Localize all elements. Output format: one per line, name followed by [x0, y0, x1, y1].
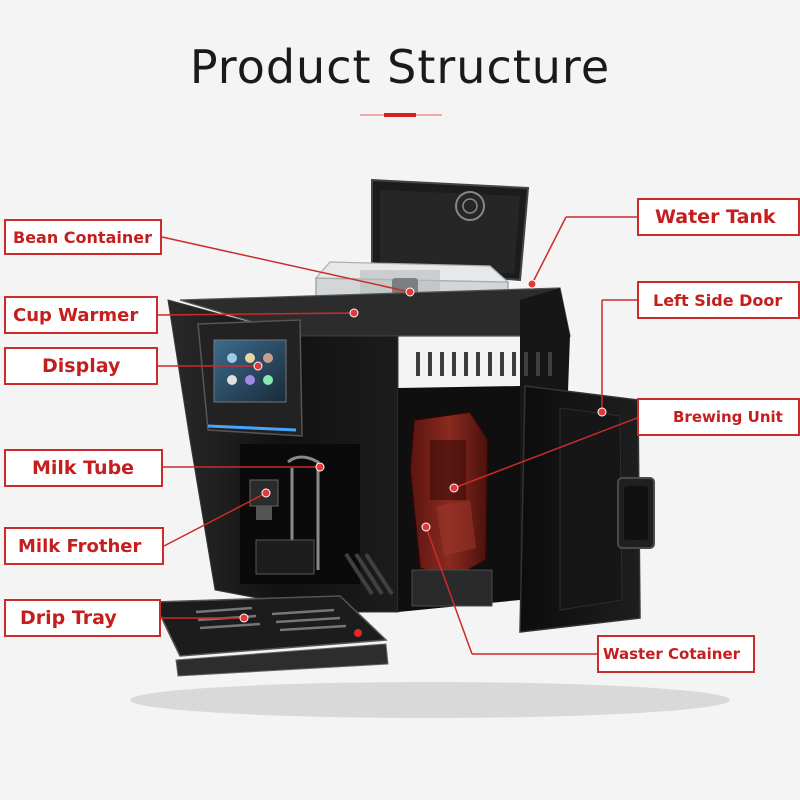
cup-stand — [255, 539, 315, 575]
brewing-unit-shape — [409, 411, 489, 581]
callout-drip-tray: Drip Tray — [4, 599, 161, 637]
touch-screen-icon — [213, 339, 287, 403]
side-door — [519, 385, 655, 633]
front-grille — [344, 552, 394, 596]
water-tank-lid-icon — [455, 191, 485, 221]
callout-left-side-door: Left Side Door — [637, 281, 800, 319]
callout-waster-cotainer: Waster Cotainer — [597, 635, 755, 673]
callout-brewing-unit: Brewing Unit — [637, 398, 800, 436]
drip-tray-shape — [152, 595, 389, 677]
display-panel — [197, 319, 303, 437]
callout-display: Display — [4, 347, 158, 385]
callout-milk-tube: Milk Tube — [4, 449, 163, 487]
leader-lines — [157, 216, 638, 655]
callout-water-tank: Water Tank — [637, 198, 800, 236]
callout-cup-warmer: Cup Warmer — [4, 296, 158, 334]
callout-milk-frother: Milk Frother — [4, 527, 164, 565]
power-button-icon — [354, 629, 362, 637]
floor-shadow — [130, 682, 730, 718]
callout-pointers — [239, 279, 607, 623]
vent-slots — [416, 352, 552, 376]
title-underline-accent — [384, 113, 416, 117]
callout-bean-container: Bean Container — [4, 219, 162, 255]
water-tank-lid — [371, 178, 530, 282]
page-title: Product Structure — [189, 40, 611, 94]
milk-frother-shape — [249, 479, 279, 520]
